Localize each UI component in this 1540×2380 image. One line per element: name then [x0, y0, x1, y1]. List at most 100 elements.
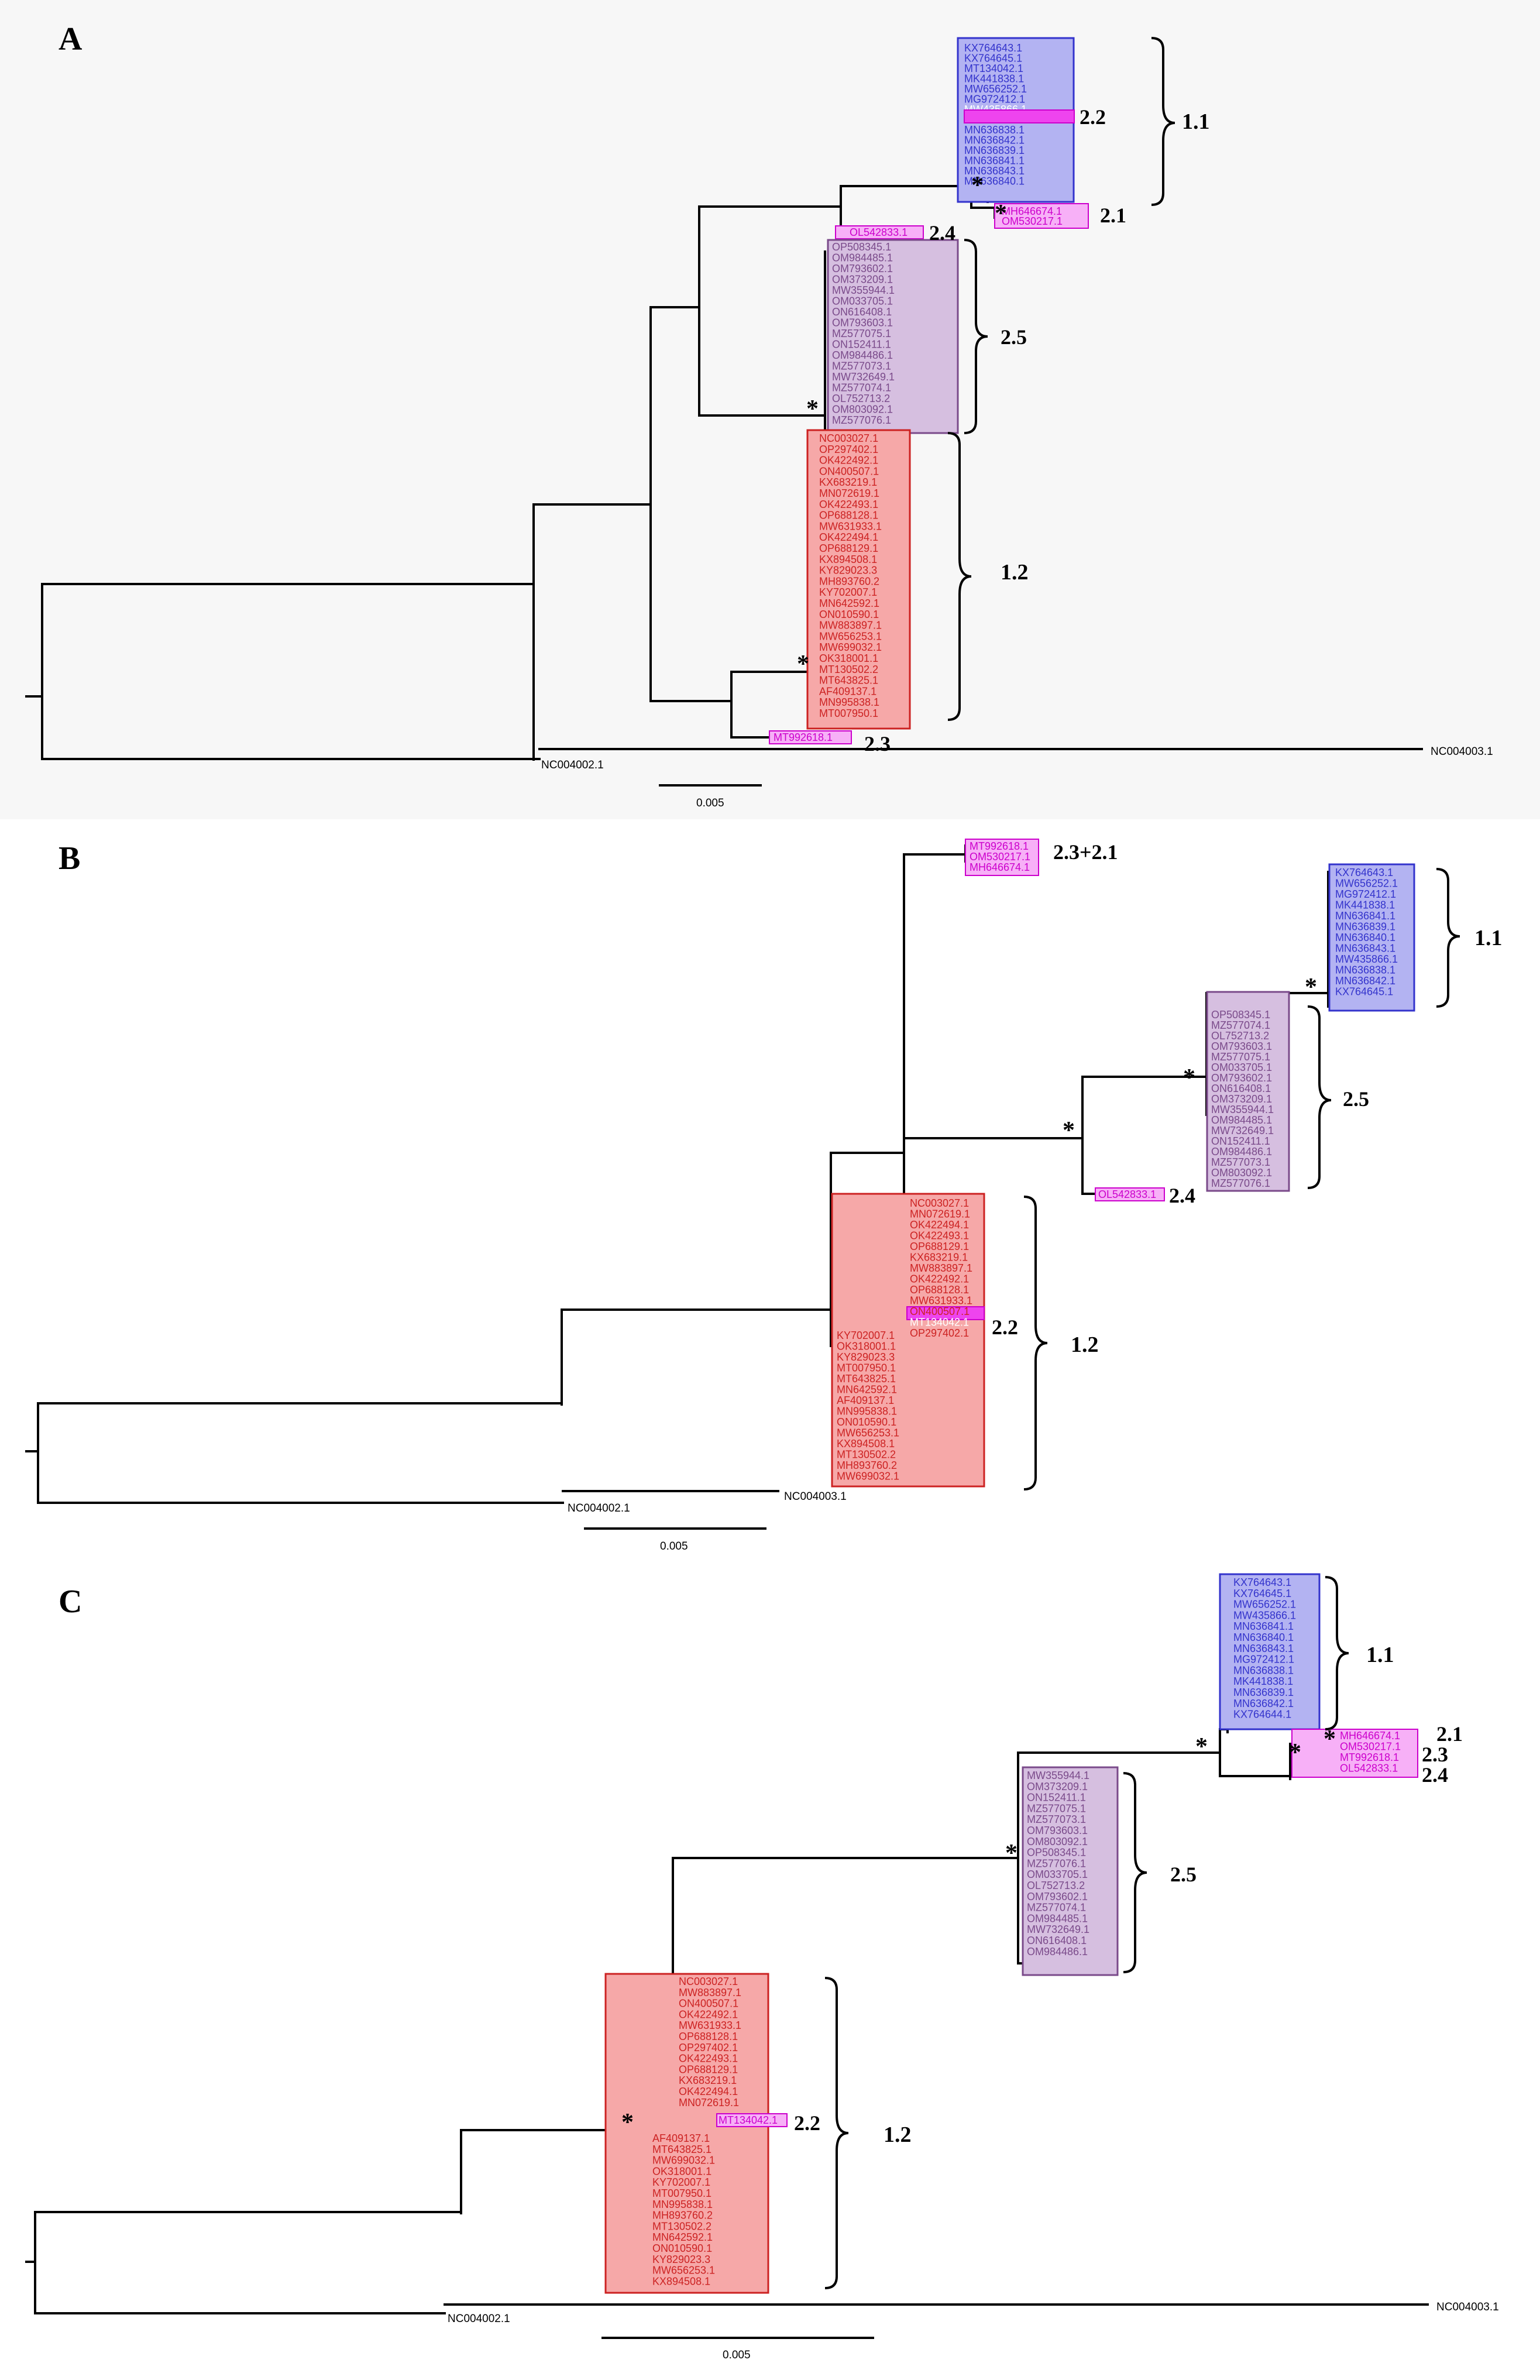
leaf-label: MN636840.1	[964, 176, 1025, 187]
leaf-label: OP688128.1	[819, 510, 878, 521]
panel-c-label-2-1: 2.1	[1436, 1722, 1463, 1746]
leaf-label: OM530217.1	[1340, 1741, 1401, 1753]
leaf-label: MW656252.1	[1335, 878, 1398, 890]
leaf-label: AF409137.1	[652, 2132, 710, 2144]
panel-a-scale-label: 0.005	[696, 797, 724, 809]
leaf-label: ON616408.1	[832, 306, 892, 318]
leaf-label: OM373209.1	[1027, 1781, 1088, 1792]
leaf-label: MT007950.1	[819, 708, 878, 719]
leaf-label: MH893760.2	[819, 575, 879, 587]
leaf-label: OP688129.1	[910, 1241, 969, 1252]
leaf-label: OK422494.1	[910, 1219, 969, 1231]
panel-c-support-star: *	[1005, 1840, 1018, 1867]
leaf-label: NC003027.1	[819, 432, 878, 444]
panel-a-outgroup-1: NC004002.1	[541, 759, 604, 771]
leaf-label: ON616408.1	[1211, 1083, 1271, 1094]
panel-a-label-1-2: 1.2	[1001, 560, 1029, 585]
leaf-label: OK422492.1	[819, 455, 878, 466]
leaf-label: MN072619.1	[819, 487, 879, 499]
leaf-label: AF409137.1	[819, 685, 876, 697]
leaf-label: MN636839.1	[964, 145, 1025, 156]
leaf-label: OP688129.1	[819, 542, 878, 554]
leaf-label: OP508345.1	[1027, 1847, 1086, 1859]
panel-c-leaf-2-2: MT134042.1	[719, 2114, 778, 2126]
panel-b-clade-1-1-box	[1328, 863, 1415, 1012]
leaf-label: MW355944.1	[1211, 1104, 1274, 1115]
panel-b-bracket-1-1	[1436, 868, 1460, 1008]
leaf-label: MT130502.2	[652, 2220, 711, 2232]
leaf-label: MN642592.1	[819, 597, 879, 609]
leaf-label: KX894508.1	[837, 1438, 895, 1450]
leaf-label: MW883897.1	[819, 620, 882, 631]
leaf-label: KX764644.1	[1233, 1709, 1291, 1720]
leaf-label: KX683219.1	[819, 476, 877, 488]
leaf-label: MW699032.1	[652, 2155, 715, 2166]
leaf-label: AF409137.1	[837, 1395, 894, 1406]
panel-b-letter: B	[59, 840, 80, 877]
leaf-label: OM793602.1	[832, 263, 893, 274]
panel-a-highlight-box	[964, 109, 1075, 123]
panel-c-support-star: *	[1195, 1733, 1208, 1760]
panel-b-highlight-box	[906, 1306, 985, 1320]
panel-c-red-leaves: NC003027.1MW883897.1ON400507.1OK422492.1…	[652, 1976, 741, 2287]
leaf-label: MW631933.1	[910, 1295, 972, 1307]
panel-b-clade-2-5-box	[1206, 991, 1290, 1192]
leaf-label: MW355944.1	[832, 284, 895, 296]
panel-a-pair-box	[994, 203, 1089, 229]
panel-b-leaf-2-4: OL542833.1	[1098, 1189, 1156, 1200]
leaf-label: ON400507.1	[679, 1998, 738, 2010]
leaf-label: ON400507.1	[819, 465, 879, 477]
panel-c-clade-1-2-box	[604, 1973, 769, 2294]
leaf-label: MW732649.1	[1027, 1924, 1089, 1935]
leaf-label: ON616408.1	[1027, 1935, 1087, 1946]
panel-c-label-1-2: 1.2	[884, 2123, 912, 2147]
leaf-label: MN636840.1	[1233, 1632, 1294, 1643]
leaf-label: ON400507.1	[910, 1306, 970, 1317]
leaf-label: MW631933.1	[819, 520, 882, 532]
panel-b-top-box	[965, 839, 1039, 876]
leaf-label: MT992618.1	[1340, 1751, 1399, 1763]
leaf-label: OM373209.1	[1211, 1093, 1272, 1105]
leaf-label: OP688128.1	[910, 1284, 969, 1296]
leaf-label: MZ577075.1	[1027, 1802, 1086, 1814]
panel-a-purple-leaves: OP508345.1OM984485.1OM793602.1OM373209.1…	[832, 241, 895, 426]
leaf-label: OL752713.2	[1027, 1880, 1085, 1891]
leaf-label: MZ577074.1	[1211, 1019, 1270, 1031]
leaf-label: OM984485.1	[832, 252, 893, 264]
leaf-label: MZ577073.1	[1211, 1156, 1270, 1168]
leaf-label: OP508345.1	[832, 241, 891, 253]
panel-a-support-star: *	[806, 396, 819, 423]
panel-b-label-2-2: 2.2	[992, 1316, 1018, 1339]
panel-a-red-leaves: NC003027.1OP297402.1OK422492.1ON400507.1…	[819, 432, 882, 719]
leaf-label: OK318001.1	[819, 652, 878, 664]
leaf-label: MH646674.1	[1340, 1730, 1400, 1742]
leaf-label: KX764645.1	[1335, 986, 1393, 998]
leaf-label: OP297402.1	[679, 2042, 738, 2053]
leaf-label: MW656253.1	[819, 630, 882, 642]
leaf-label: MN636842.1	[964, 135, 1025, 146]
panel-c-label-1-1: 1.1	[1366, 1643, 1394, 1667]
panel-c-clade-1-1-box	[1219, 1573, 1321, 1730]
leaf-label: MT643825.1	[819, 675, 878, 686]
leaf-label: MW656253.1	[652, 2265, 715, 2276]
panel-b-clade-1-2-box	[831, 1193, 985, 1488]
leaf-label: OM984486.1	[832, 349, 893, 361]
leaf-label: OP688129.1	[679, 2063, 738, 2075]
leaf-label: OM984485.1	[1211, 1114, 1272, 1126]
leaf-label: MT134042.1	[910, 1317, 969, 1328]
leaf-label: MN636841.1	[1335, 910, 1395, 922]
leaf-label: MN636839.1	[1233, 1687, 1294, 1698]
leaf-label: OM803092.1	[832, 404, 893, 415]
panel-c-label-2-4: 2.4	[1422, 1763, 1448, 1787]
leaf-label: MW883897.1	[910, 1262, 972, 1274]
leaf-label: MN995838.1	[819, 696, 879, 708]
leaf-label: OL752713.2	[832, 393, 890, 404]
leaf-label: MH646674.1	[970, 861, 1030, 873]
leaf-label: MZ577075.1	[832, 328, 891, 339]
leaf-label: MT007950.1	[837, 1362, 896, 1374]
panel-b-label-2-3-2-1: 2.3+2.1	[1053, 840, 1118, 864]
leaf-label: MW732649.1	[1211, 1125, 1274, 1136]
leaf-label: OK422494.1	[679, 2086, 738, 2097]
panel-b-outgroup-2: NC004003.1	[784, 1490, 847, 1503]
